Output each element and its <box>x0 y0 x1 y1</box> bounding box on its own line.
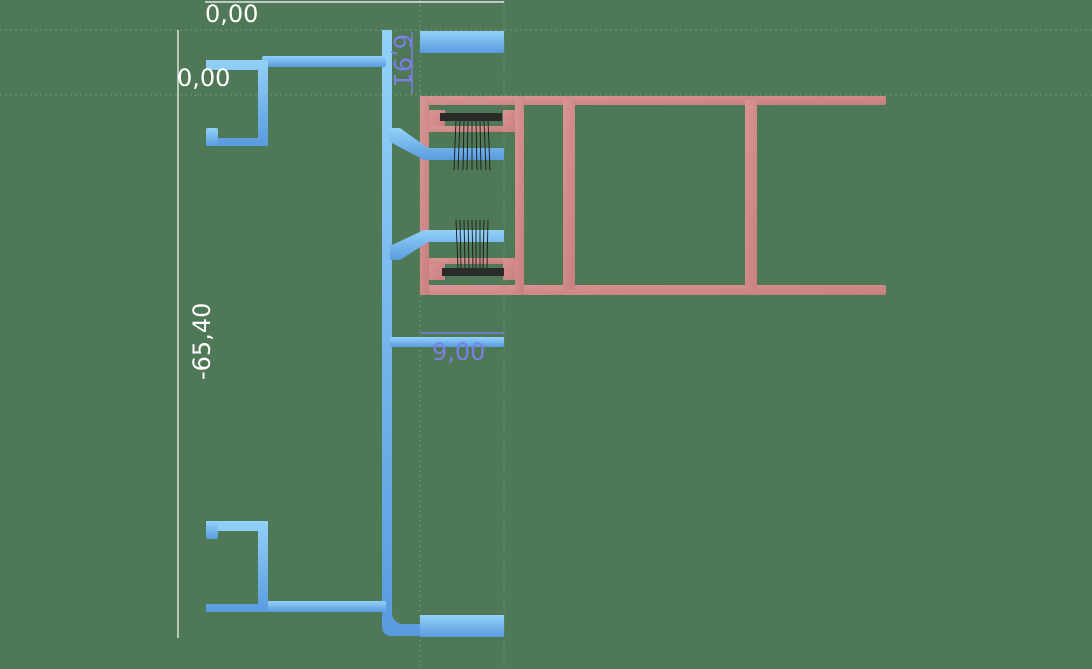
sash-profile[interactable] <box>420 96 886 295</box>
dimension-lines-blue <box>411 32 504 334</box>
dimension-lip-depth: 9,00 <box>432 338 485 366</box>
upper-brush-seal-icon <box>440 113 502 171</box>
dimension-wall-thickness: 6,91 <box>388 34 416 87</box>
lower-brush-seal-icon <box>442 219 504 276</box>
dimension-top-origin: 0,00 <box>205 0 258 28</box>
dimension-lines-white <box>177 1 504 638</box>
dimension-total-height: -65,40 <box>188 303 216 380</box>
frame-profile[interactable] <box>206 30 504 637</box>
dimension-left-origin: 0,00 <box>177 64 230 92</box>
